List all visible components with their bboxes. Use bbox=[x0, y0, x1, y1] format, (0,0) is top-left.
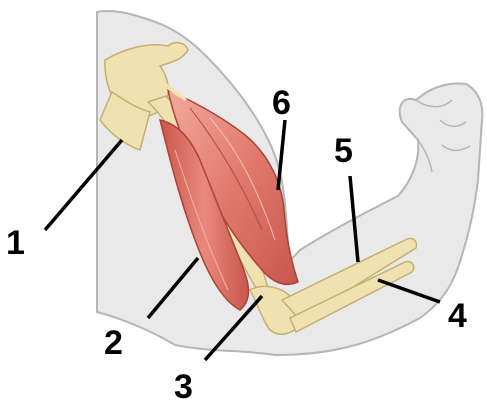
label-2: 2 bbox=[104, 324, 123, 362]
label-6: 6 bbox=[272, 84, 291, 122]
label-1: 1 bbox=[6, 224, 25, 262]
label-3: 3 bbox=[174, 368, 193, 406]
label-5: 5 bbox=[334, 132, 353, 170]
label-4: 4 bbox=[448, 297, 467, 335]
